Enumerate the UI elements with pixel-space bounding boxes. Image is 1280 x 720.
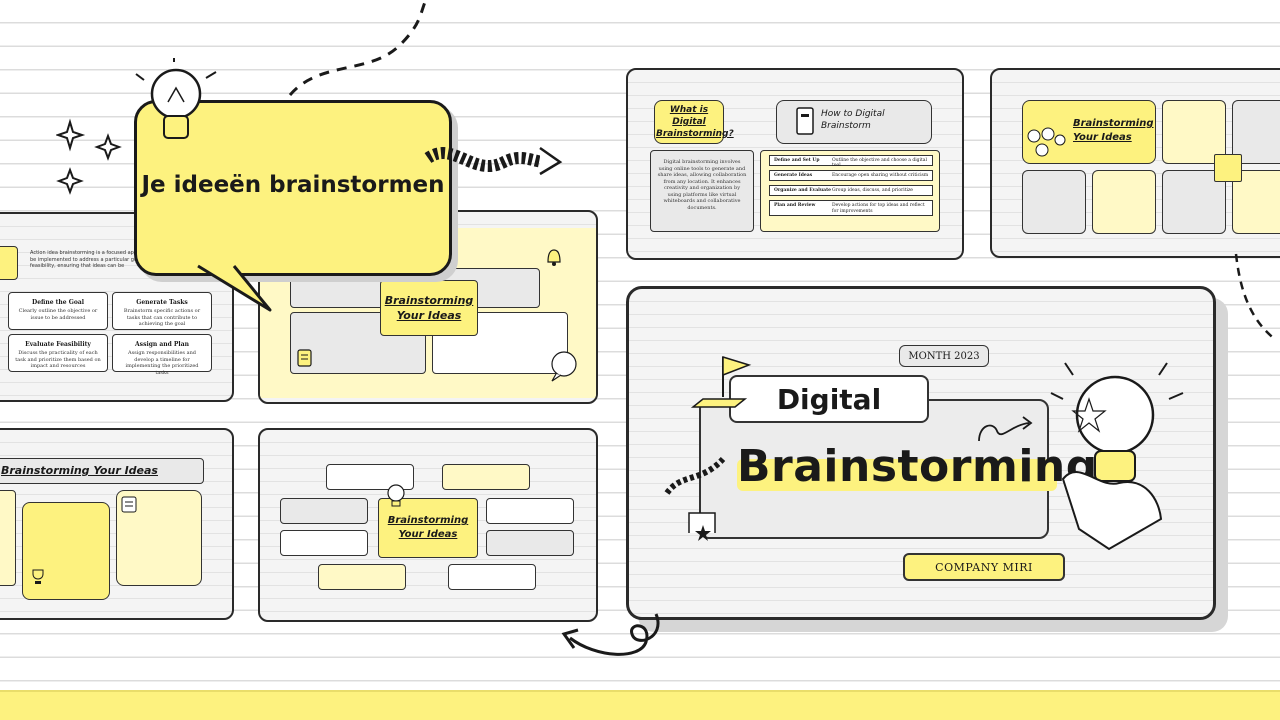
slide-thumbnail-ideas-grid[interactable]: Brainstorming Your Ideas <box>990 68 1280 258</box>
highlight-stroke <box>737 459 1057 491</box>
lightbulb-icon <box>387 484 405 507</box>
slide-thumbnail-what-is[interactable]: What is Digital Brainstorming? Digital b… <box>626 68 964 260</box>
slide-intro-text: Action idea brainstorming is a focused a… <box>30 250 224 269</box>
sticky-note <box>1214 154 1242 182</box>
steps-table: Define and Set Up Outline the objective … <box>760 150 940 232</box>
cell-define-goal: Define the Goal Clearly outline the obje… <box>8 292 108 330</box>
ribbon-doodle <box>664 456 726 533</box>
card-column-left <box>0 490 16 586</box>
grid-card-5 <box>1092 170 1156 234</box>
hero-title-wrap: Je ideeën brainstormen <box>141 172 445 198</box>
title-line2: Brainstorming <box>737 441 1098 492</box>
question-bubble: What is Digital Brainstorming? <box>654 100 734 144</box>
grid-card-4 <box>1022 170 1086 234</box>
title-bar: Brainstorming Your Ideas <box>0 458 204 484</box>
cell-assign-plan: Assign and Plan Assign responsibilities … <box>112 334 212 376</box>
diagram-box-2 <box>442 464 530 490</box>
grid-card-6 <box>1162 170 1226 234</box>
main-slide-title[interactable]: MONTH 2023 Digital Brainstorming COMPANY… <box>626 286 1216 620</box>
step-row-3: Organize and Evaluate Group ideas, discu… <box>769 185 933 196</box>
month-badge: MONTH 2023 <box>899 345 989 367</box>
step-row-2: Generate Ideas Encourage open sharing wi… <box>769 170 933 181</box>
lightbulb-hand-icon <box>1050 362 1184 551</box>
bell-icon <box>547 249 561 266</box>
description-box: Digital brainstorming involves using onl… <box>650 150 754 232</box>
diagram-box-4 <box>486 498 574 524</box>
diagram-box-7 <box>318 564 406 590</box>
title-line1-box: Digital <box>729 375 929 423</box>
step-row-4: Plan and Review Develop actions for top … <box>769 200 933 216</box>
center-title-box: Brainstorming Your Ideas <box>378 498 478 558</box>
diagram-box-8 <box>448 564 536 590</box>
title-tab <box>0 246 18 280</box>
faces-doodle <box>1027 127 1066 157</box>
company-badge: COMPANY MIRI <box>903 553 1065 581</box>
bottom-yellow-band <box>0 690 1280 720</box>
flag-icon <box>690 355 752 408</box>
notepad-icon <box>297 349 312 367</box>
cell-generate-tasks: Generate Tasks Brainstorm specific actio… <box>112 292 212 330</box>
curly-arrow-icon <box>978 416 1033 442</box>
step-row-1: Define and Set Up Outline the objective … <box>769 155 933 168</box>
bubble-tail <box>197 264 272 312</box>
book-icon <box>796 107 814 135</box>
slide-thumbnail-ideas-left[interactable]: Brainstorming Your Ideas <box>0 428 234 620</box>
diagram-box-3 <box>280 498 368 524</box>
grid-card-2 <box>1162 100 1226 164</box>
trophy-icon <box>32 569 44 584</box>
diagram-box-6 <box>486 530 574 556</box>
dashed-curve-right <box>1234 253 1277 341</box>
cell-evaluate-feasibility: Evaluate Feasibility Discuss the practic… <box>8 334 108 372</box>
grid-card-3 <box>1232 100 1280 164</box>
lightbulb-icon <box>135 58 217 139</box>
star-bookmark-icon <box>695 525 711 541</box>
zigzag-arrow-icon <box>424 146 563 176</box>
diagram-box-5 <box>280 530 368 556</box>
loop-arrow-icon <box>561 613 660 656</box>
center-title-box: Brainstorming Your Ideas <box>380 280 478 336</box>
speech-bubble-doodle <box>551 351 577 382</box>
slide-thumbnail-ideas-diagram[interactable]: Brainstorming Your Ideas <box>258 428 598 622</box>
notepad-icon <box>121 496 137 513</box>
sparkle-icon <box>56 118 122 195</box>
dashed-arrow-top <box>288 1 427 96</box>
